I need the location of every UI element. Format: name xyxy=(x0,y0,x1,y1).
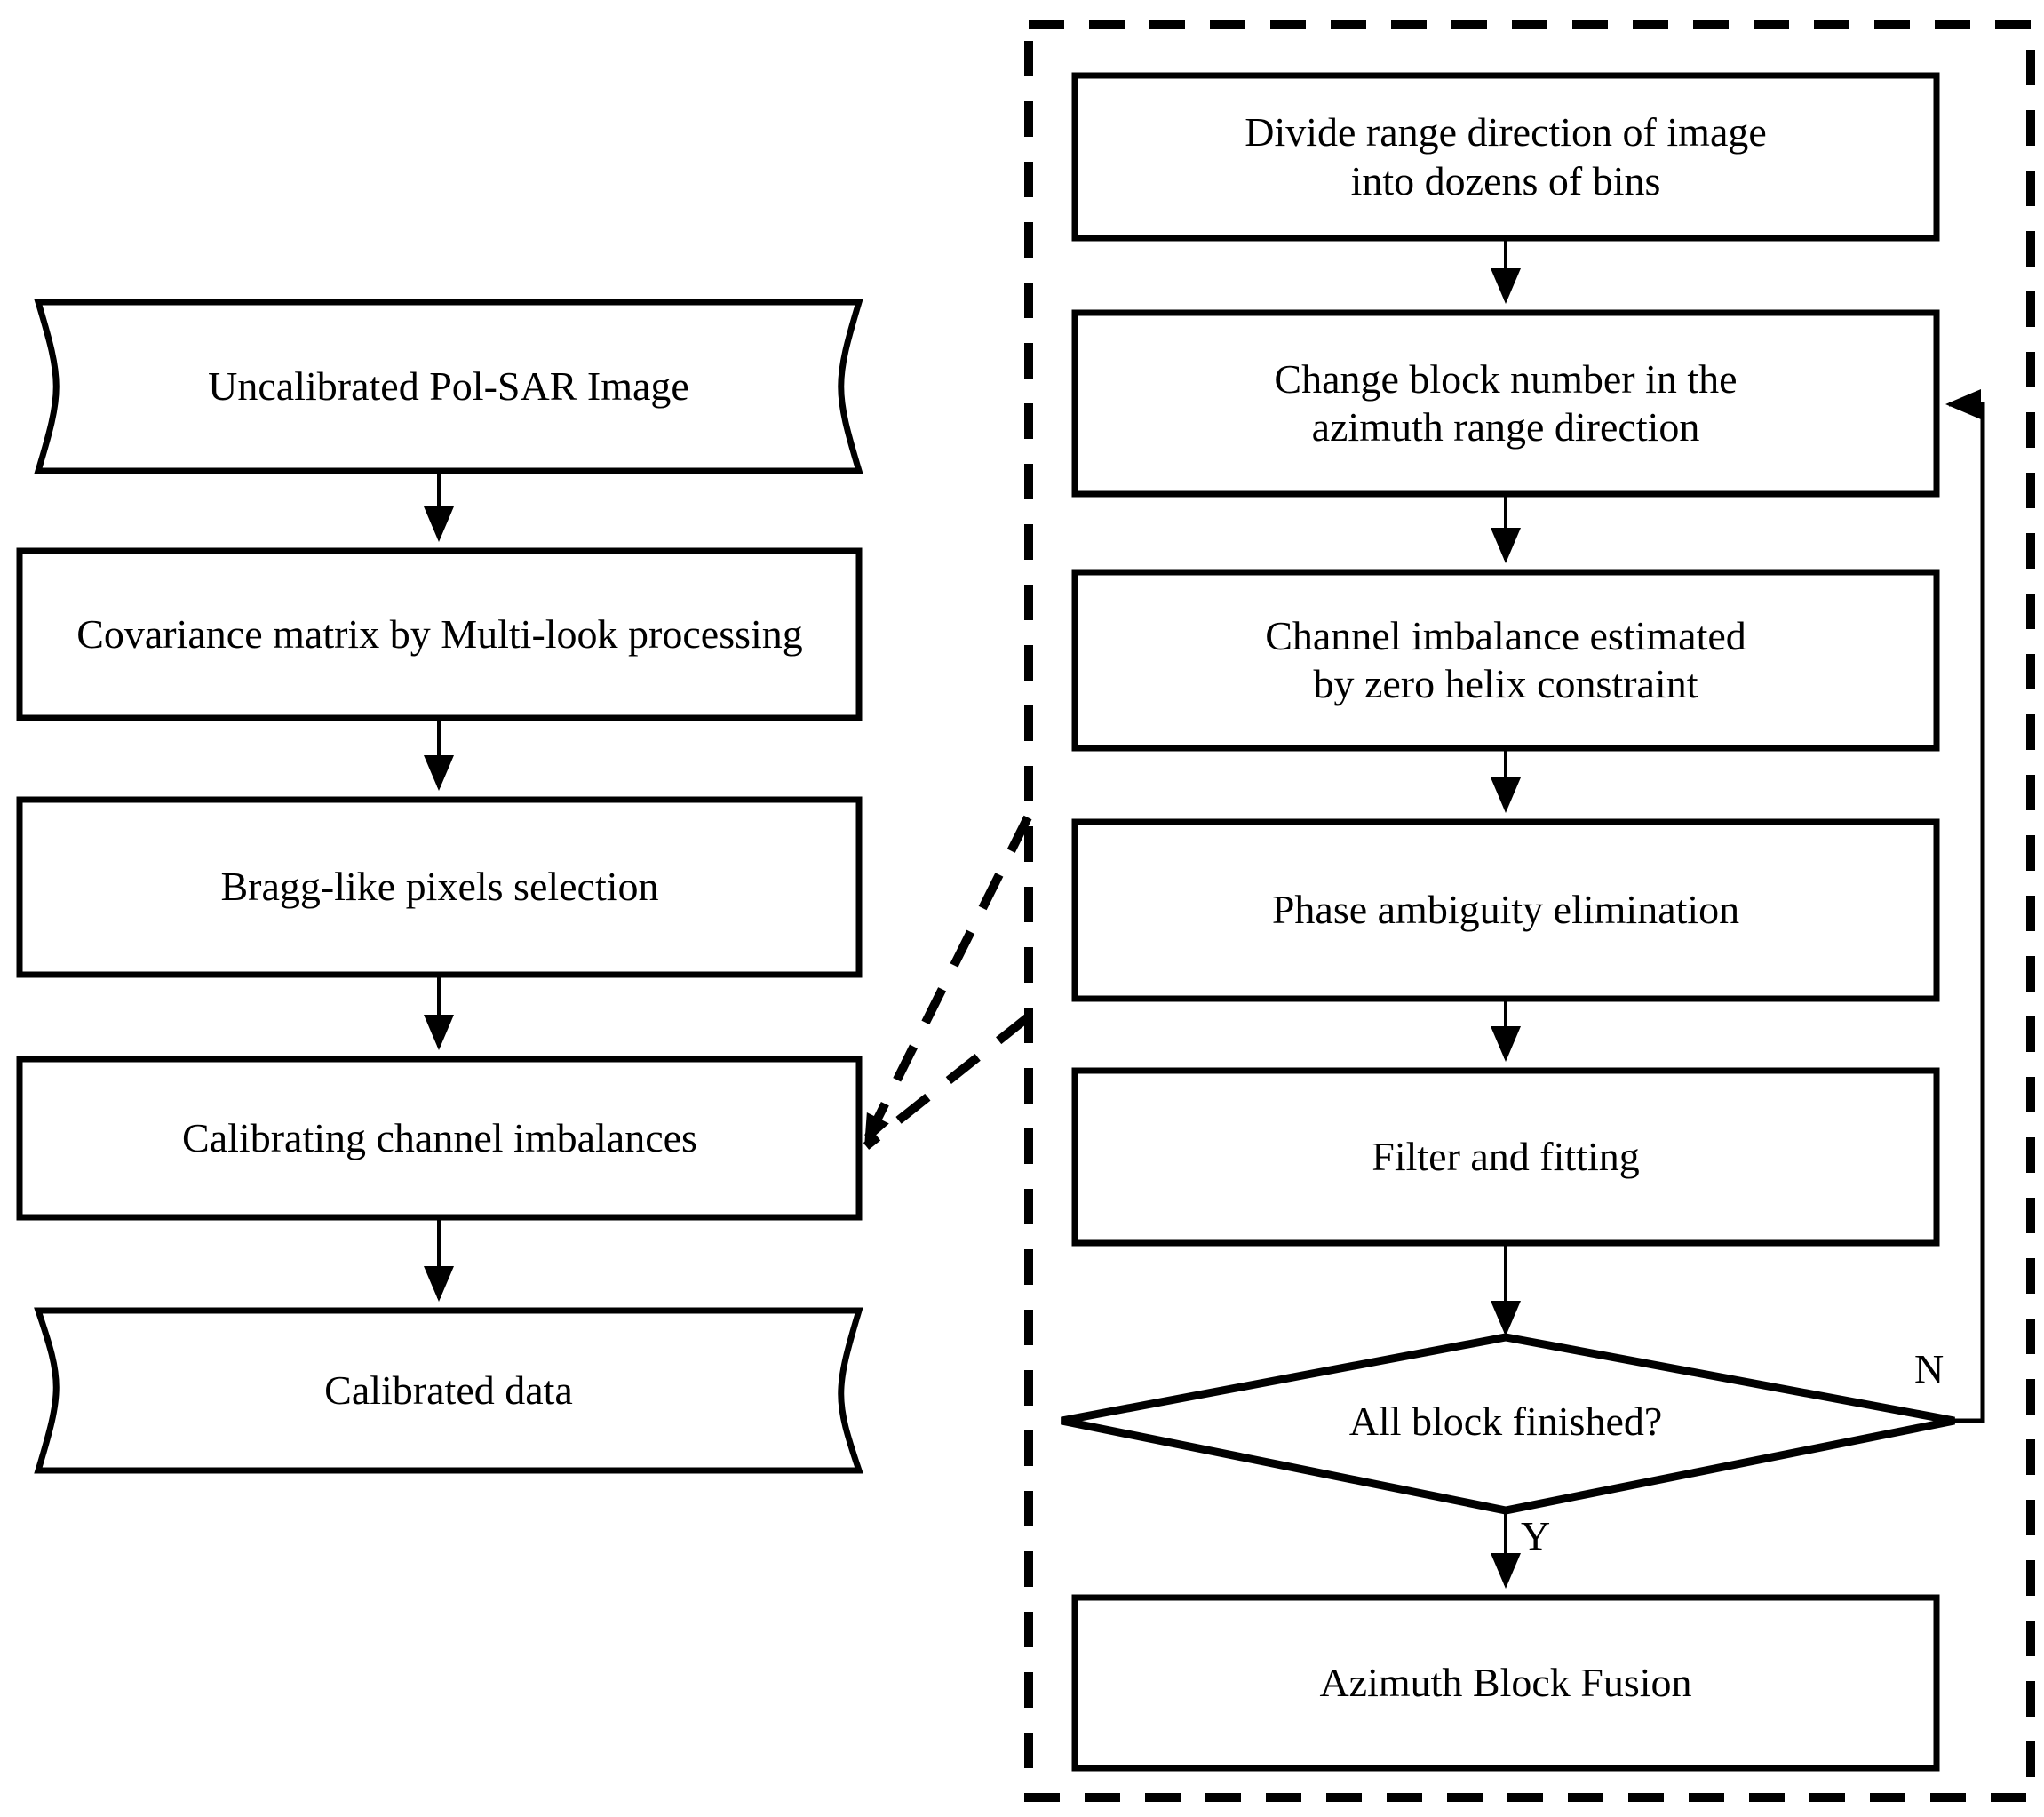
edge-all-block-no-feedback xyxy=(1945,389,1985,1423)
node-divide-shape[interactable] xyxy=(1071,72,1940,242)
node-calibrating-shape[interactable] xyxy=(16,1056,863,1221)
node-covariance-shape[interactable] xyxy=(16,547,863,721)
detail-group-dashed-border xyxy=(1024,20,2035,1802)
node-output-shape[interactable] xyxy=(34,1307,863,1474)
edge-label-no: N xyxy=(1914,1346,1945,1391)
node-phase-ambiguity-shape[interactable] xyxy=(1071,818,1940,1002)
node-channel-imbalance-shape[interactable] xyxy=(1071,569,1940,752)
node-bragg-shape[interactable] xyxy=(16,796,863,978)
edge-label-yes: Y xyxy=(1521,1513,1551,1558)
callout-line-lower xyxy=(863,1014,1031,1150)
node-filter-fitting-shape[interactable] xyxy=(1071,1067,1940,1247)
node-input-shape[interactable] xyxy=(34,299,863,474)
node-change-block-shape[interactable] xyxy=(1071,309,1940,498)
node-azimuth-fusion-shape[interactable] xyxy=(1071,1594,1940,1772)
callout-line-upper xyxy=(862,815,1032,1145)
node-all-block-shape[interactable] xyxy=(1061,1333,1955,1515)
